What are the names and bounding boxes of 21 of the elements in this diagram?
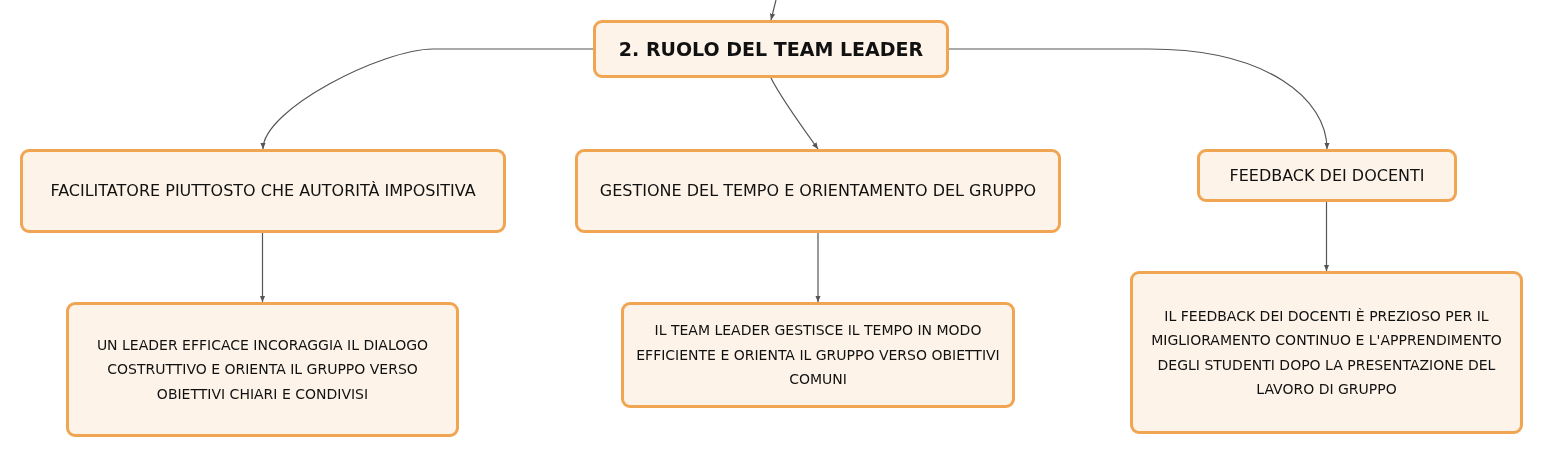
topic-text: FEEDBACK DEI DOCENTI <box>1229 164 1425 187</box>
connector-arrow <box>261 48 594 150</box>
connector-arrow <box>770 77 819 150</box>
topic-text: IL FEEDBACK DEI DOCENTI È PREZIOSO PER IL MIGLIORAMENTO CONTINUO E L'APPRENDIMENTO DEGLI STUDENTI DOPO LA PRESENTAZIONE DEL LAVORO DI GRUPPO <box>1150 306 1503 399</box>
topic-text: 2. RUOLO DEL TEAM LEADER <box>618 36 924 62</box>
topic-box <box>20 149 506 233</box>
topic-box <box>1197 149 1457 202</box>
topic-text: IL TEAM LEADER GESTISCE IL TEMPO IN MODO EFFICIENTE E ORIENTA IL GRUPPO VERSO OBIETTIVI COMUNI <box>635 321 1001 390</box>
connector-arrow <box>948 48 1330 150</box>
connector-arrow <box>815 232 821 303</box>
topic-text: GESTIONE DEL TEMPO E ORIENTAMENTO DEL GRUPPO <box>599 180 1037 203</box>
topic-box <box>593 20 949 78</box>
connector-arrow <box>1323 201 1330 272</box>
topic-text: FACILITATORE PIUTTOSTO CHE AUTORITÀ IMPOSITIVA <box>50 180 476 203</box>
topic-box <box>575 149 1061 233</box>
topic-box <box>66 302 459 437</box>
connector-arrow <box>259 232 266 303</box>
topic-box <box>621 302 1015 408</box>
topic-text: UN LEADER EFFICACE INCORAGGIA IL DIALOGO COSTRUTTIVO E ORIENTA IL GRUPPO VERSO OBIETTIVI CHIARI E CONDIVISI <box>95 335 430 404</box>
connector-arrow <box>769 0 777 21</box>
topic-box <box>1130 271 1523 434</box>
